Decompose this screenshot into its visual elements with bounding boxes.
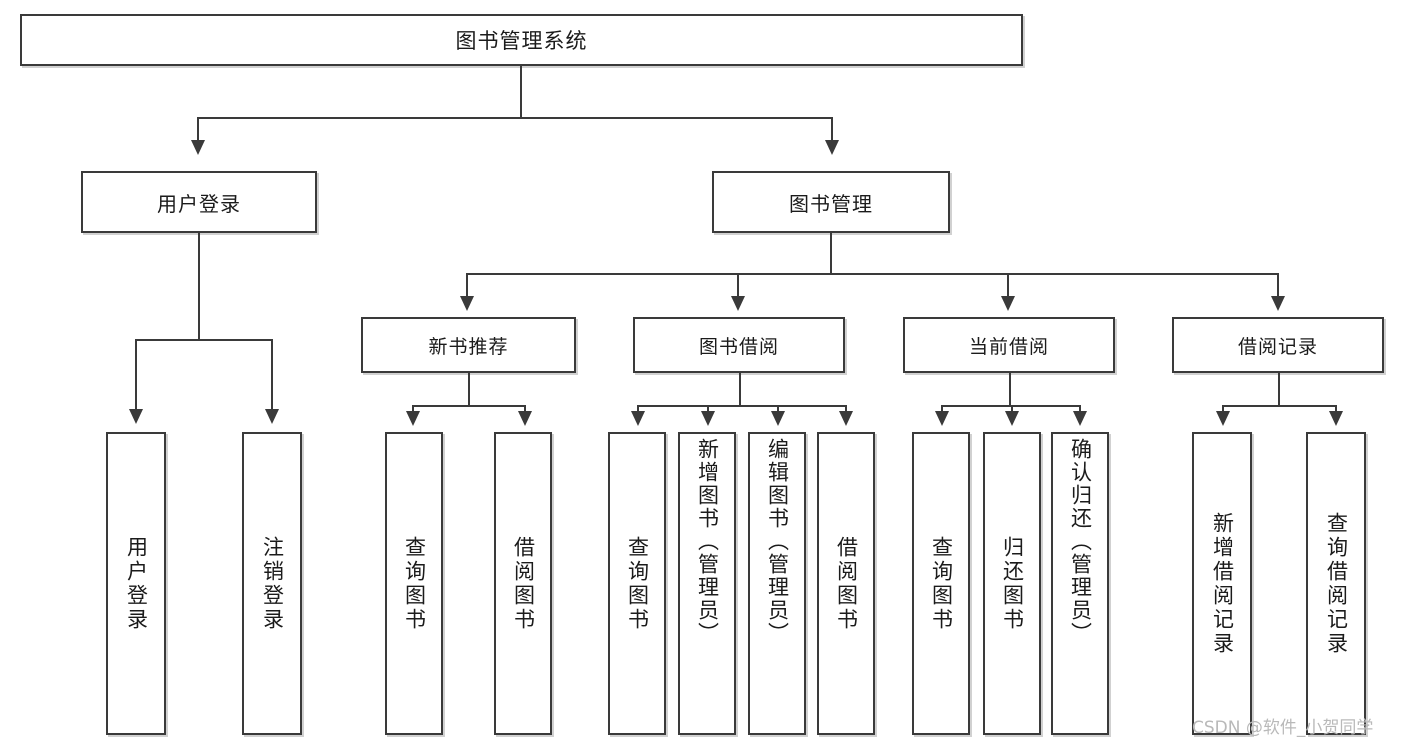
edge-cb-child-2 [1011, 405, 1013, 413]
edge-user-login-stem [198, 233, 200, 340]
edge-br-child-1 [1222, 405, 1224, 413]
leaf-user-login-login[interactable]: 用户登录 [106, 432, 166, 735]
leaf-label: 注销登录 [260, 535, 285, 632]
csdn-watermark: CSDN @软件_小贺同学 [1192, 713, 1373, 738]
node-label: 图书借阅 [698, 335, 779, 358]
leaf-label: 用户登录 [124, 535, 149, 632]
leaf-label: 确认归还（管理员） [1068, 438, 1093, 645]
edge-bb-child-3 [777, 405, 779, 413]
leaf-book-borrow-borrow-book[interactable]: 借阅图书 [817, 432, 875, 735]
edge-bb-child-2 [707, 405, 709, 413]
edge-user-login-child-1 [135, 339, 137, 411]
arrowhead-book-management [825, 140, 839, 155]
leaf-current-borrow-return-book[interactable]: 归还图书 [983, 432, 1041, 735]
leaf-label: 编辑图书（管理员） [765, 438, 790, 645]
arrowhead-user-login-child-2 [265, 409, 279, 424]
arrowhead-bb-child-1 [631, 411, 645, 426]
edge-to-borrow-record [1277, 273, 1279, 298]
edge-new-book-recommend-bus [412, 405, 525, 407]
edge-cb-child-3 [1079, 405, 1081, 413]
edge-book-borrow-stem [739, 373, 741, 406]
node-book-management[interactable]: 图书管理 [712, 171, 950, 233]
leaf-label: 查询图书 [402, 535, 427, 632]
arrowhead-br-child-2 [1329, 411, 1343, 426]
arrowhead-nbr-child-2 [518, 411, 532, 426]
edge-to-book-borrow [737, 273, 739, 298]
node-label: 新书推荐 [428, 335, 509, 358]
arrowhead-bb-child-4 [839, 411, 853, 426]
leaf-book-borrow-query-book[interactable]: 查询图书 [608, 432, 666, 735]
leaf-label: 查询借阅记录 [1324, 511, 1349, 656]
edge-current-borrow-stem [1009, 373, 1011, 406]
arrowhead-nbr-child-1 [406, 411, 420, 426]
arrowhead-user-login [191, 140, 205, 155]
node-root-book-management-system[interactable]: 图书管理系统 [20, 14, 1023, 66]
edge-user-login-bus [135, 339, 272, 341]
node-label: 当前借阅 [968, 335, 1049, 358]
edge-book-borrow-bus [637, 405, 847, 407]
node-label: 图书管理 [789, 191, 873, 216]
leaf-new-book-borrow-book[interactable]: 借阅图书 [494, 432, 552, 735]
leaf-current-borrow-confirm-return-admin[interactable]: 确认归还（管理员） [1051, 432, 1109, 735]
edge-cb-child-1 [941, 405, 943, 413]
node-new-book-recommend[interactable]: 新书推荐 [361, 317, 576, 373]
edge-bb-child-1 [637, 405, 639, 413]
edge-nbr-child-1 [412, 405, 414, 413]
node-current-borrow[interactable]: 当前借阅 [903, 317, 1115, 373]
edge-to-current-borrow [1007, 273, 1009, 298]
node-label: 图书管理系统 [455, 29, 588, 53]
watermark-text: CSDN @软件_小贺同学 [1192, 718, 1374, 738]
leaf-user-login-logout[interactable]: 注销登录 [242, 432, 302, 735]
leaf-label: 借阅图书 [511, 535, 536, 632]
leaf-label: 查询图书 [929, 535, 954, 632]
edge-borrow-record-stem [1278, 373, 1280, 406]
edge-nbr-child-2 [524, 405, 526, 413]
leaf-current-borrow-query-book[interactable]: 查询图书 [912, 432, 970, 735]
node-book-borrow[interactable]: 图书借阅 [633, 317, 845, 373]
leaf-borrow-record-query-record[interactable]: 查询借阅记录 [1306, 432, 1366, 735]
edge-user-login-child-2 [271, 339, 273, 411]
leaf-borrow-record-add-record[interactable]: 新增借阅记录 [1192, 432, 1252, 735]
edge-new-book-recommend-stem [468, 373, 470, 406]
leaf-label: 查询图书 [625, 535, 650, 632]
leaf-label: 新增借阅记录 [1210, 511, 1235, 656]
edge-borrow-record-bus [1222, 405, 1337, 407]
arrowhead-cb-child-3 [1073, 411, 1087, 426]
leaf-label: 归还图书 [1000, 535, 1025, 632]
edge-level3-bus [466, 273, 1278, 275]
arrowhead-cb-child-1 [935, 411, 949, 426]
arrowhead-bb-child-3 [771, 411, 785, 426]
arrowhead-br-child-1 [1216, 411, 1230, 426]
edge-book-management-stem [830, 233, 832, 274]
edge-root-stem [520, 66, 522, 117]
edge-bb-child-4 [845, 405, 847, 413]
leaf-book-borrow-edit-book-admin[interactable]: 编辑图书（管理员） [748, 432, 806, 735]
leaf-new-book-query-book[interactable]: 查询图书 [385, 432, 443, 735]
arrowhead-cb-child-2 [1005, 411, 1019, 426]
arrowhead-user-login-child-1 [129, 409, 143, 424]
arrowhead-bb-child-2 [701, 411, 715, 426]
arrowhead-borrow-record [1271, 296, 1285, 311]
edge-to-user-login [197, 117, 199, 142]
node-label: 用户登录 [157, 191, 241, 216]
leaf-book-borrow-add-book-admin[interactable]: 新增图书（管理员） [678, 432, 736, 735]
leaf-label: 新增图书（管理员） [695, 438, 720, 645]
arrowhead-book-borrow [731, 296, 745, 311]
node-label: 借阅记录 [1237, 335, 1318, 358]
node-borrow-record[interactable]: 借阅记录 [1172, 317, 1384, 373]
edge-to-new-book-recommend [466, 273, 468, 298]
edge-br-child-2 [1335, 405, 1337, 413]
leaf-label: 借阅图书 [834, 535, 859, 632]
arrowhead-new-book-recommend [460, 296, 474, 311]
edge-level2-bus [197, 117, 833, 119]
edge-to-book-management [831, 117, 833, 142]
node-user-login[interactable]: 用户登录 [81, 171, 317, 233]
arrowhead-current-borrow [1001, 296, 1015, 311]
